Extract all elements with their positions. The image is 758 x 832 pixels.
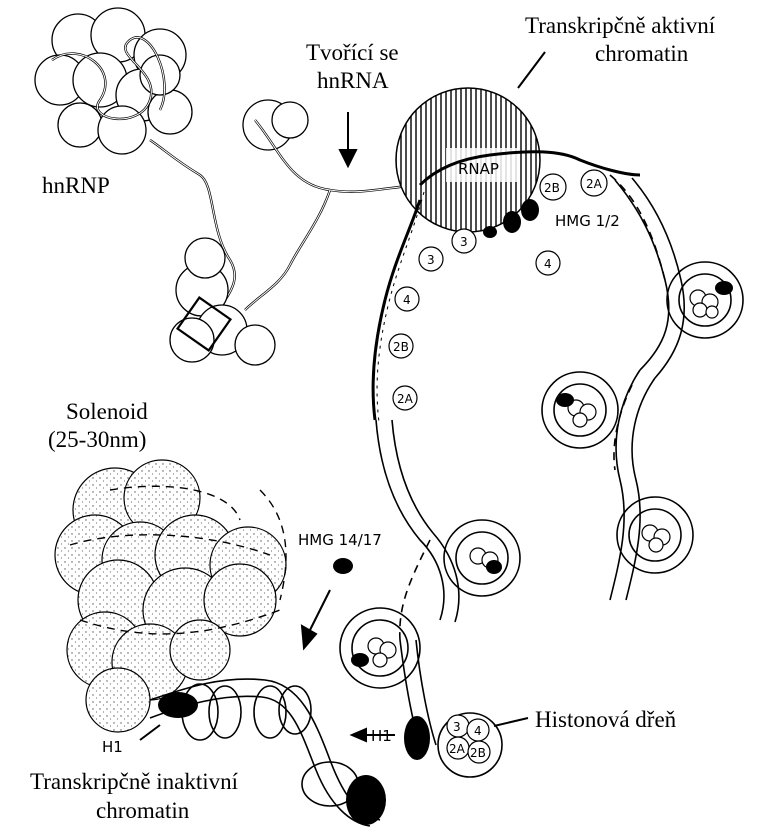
hnrnp-particle-mid (243, 100, 308, 150)
svg-text:4: 4 (474, 724, 482, 738)
h1-proteins (158, 692, 430, 825)
svg-text:2B: 2B (544, 181, 560, 195)
active-chromatin-title-2: chromatin (595, 41, 689, 66)
hmg1417-protein (333, 558, 353, 574)
h1-label-left: H1 (102, 738, 123, 756)
nascent-hnrna-label-2: hnRNA (317, 68, 389, 93)
chromatin-fibre-left (376, 420, 459, 622)
svg-text:2B: 2B (393, 340, 409, 354)
svg-text:3: 3 (453, 720, 461, 734)
nascent-hnrna-label: Tvořící se (306, 40, 399, 65)
hmg1417-label: HMG 14/17 (298, 531, 382, 549)
hnrnp-cluster (35, 8, 192, 154)
hmg12-label: HMG 1/2 (555, 212, 620, 230)
hnrnp-particles-lower (170, 238, 275, 365)
histone-core-label: Histonová dřeň (535, 707, 677, 732)
solenoid-size-label: (25-30nm) (48, 427, 146, 452)
svg-text:4: 4 (544, 257, 552, 271)
rnap-label: RNAP (458, 160, 499, 178)
nucleosome-cores (368, 290, 718, 667)
svg-text:2A: 2A (586, 177, 603, 191)
svg-text:3: 3 (460, 235, 468, 249)
inactive-chromatin-title: Transkripčně inaktivní (30, 769, 239, 794)
solenoid-label: Solenoid (66, 399, 148, 424)
svg-text:4: 4 (403, 293, 411, 307)
inactive-chromatin-title-2: chromatin (96, 798, 190, 823)
svg-text:2A: 2A (397, 392, 414, 406)
active-chromatin-title: Transkripčně aktivní (525, 13, 716, 38)
solenoid (55, 460, 286, 732)
svg-text:2B: 2B (470, 746, 486, 760)
svg-text:2A: 2A (449, 742, 466, 756)
hnrnp-label: hnRNP (42, 173, 110, 198)
svg-text:3: 3 (427, 253, 435, 267)
h1-label-mid: H1 (371, 727, 392, 745)
